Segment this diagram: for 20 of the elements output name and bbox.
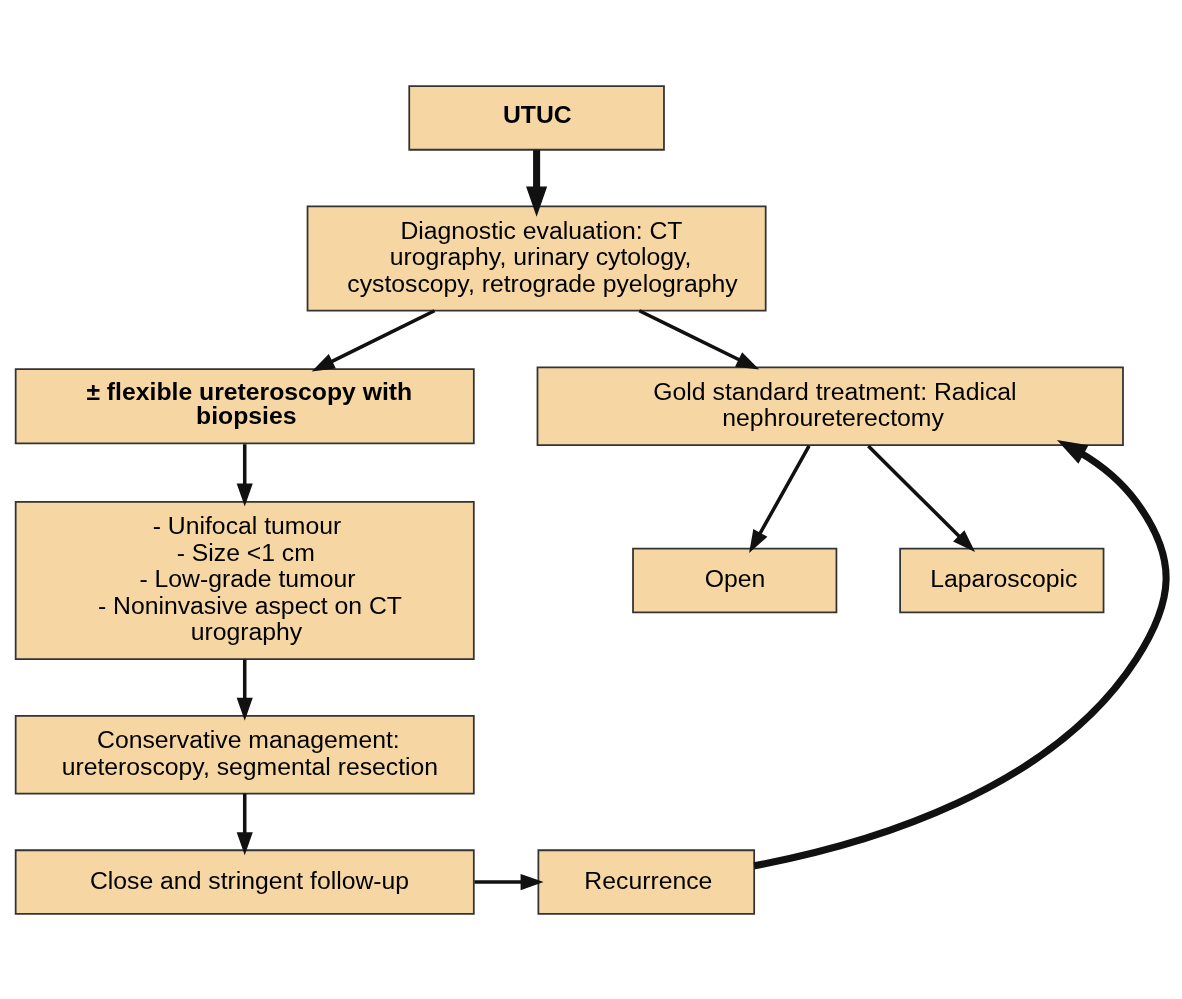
- node-box: Recurrence: [537, 848, 756, 915]
- node-box: ± flexible ureteroscopy with biopsies: [14, 367, 475, 444]
- node-box: Gold standard treatment: Radical nephroureterectomy: [536, 365, 1124, 446]
- arrow: [749, 444, 811, 553]
- arrow: [638, 308, 760, 370]
- node-box: - Unifocal tumour - Size <1 cm - Low-grade tumour - Noninvasive aspect on CT urography: [14, 500, 475, 660]
- arrow: [526, 149, 548, 217]
- arrow: [474, 873, 544, 890]
- arrow: [753, 439, 1170, 869]
- node-box: Open: [632, 547, 838, 613]
- arrow: [311, 308, 436, 371]
- node-box: Laparoscopic: [899, 547, 1105, 613]
- node-box: Close and stringent follow-up: [14, 848, 475, 915]
- node-box: Diagnostic evaluation: CT urography, urinary cytology, cystoscopy, retrograde pyelography: [306, 204, 767, 312]
- arrow: [236, 659, 253, 721]
- node-box: Conservative management: ureteroscopy, segmental resection: [14, 714, 475, 795]
- arrow: [236, 443, 253, 506]
- arrow: [867, 444, 976, 552]
- arrow: [236, 793, 253, 855]
- node-box: UTUC: [408, 84, 665, 151]
